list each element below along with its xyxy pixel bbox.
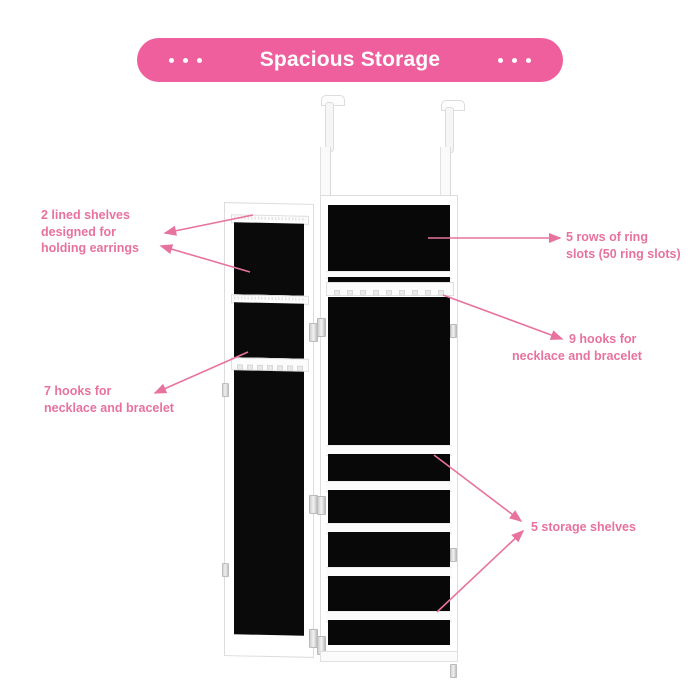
interior-gap <box>328 277 450 282</box>
door-hinge <box>309 322 318 343</box>
hook <box>360 290 366 296</box>
door-hinge <box>309 494 318 515</box>
necklace-hook-bar <box>326 282 454 296</box>
cabinet-interior <box>326 201 454 653</box>
storage-shelf-space <box>328 620 450 645</box>
cabinet-hinge <box>317 496 326 515</box>
necklace-cavity-panel <box>328 297 450 445</box>
annotation-ring-slots: 5 rows of ring slots (50 ring slots) <box>566 230 681 261</box>
storage-shelf-space <box>328 576 450 611</box>
dots-left-group <box>168 57 202 63</box>
ring-slot-panel <box>328 205 450 271</box>
hook <box>399 290 405 296</box>
cabinet-latch <box>450 664 457 678</box>
annotation-lined-shelves: 2 lined shelves designed for holding ear… <box>41 208 139 255</box>
door-felt-panel <box>234 302 304 359</box>
cabinet-latch <box>450 548 457 562</box>
hook <box>425 290 431 296</box>
earring-notches <box>234 296 306 301</box>
door-lower-felt-panel <box>234 370 304 636</box>
decorative-dot <box>526 57 532 63</box>
cabinet-door <box>222 202 318 658</box>
hook <box>373 290 379 296</box>
dots-right-group <box>498 57 532 63</box>
storage-shelf-space <box>328 454 450 481</box>
door-hinge <box>309 628 318 649</box>
earring-notches <box>234 216 306 221</box>
header-banner: Spacious Storage <box>137 38 563 82</box>
decorative-dot <box>512 57 518 63</box>
decorative-dot <box>168 57 174 63</box>
annotation-storage-shelves: 5 storage shelves <box>531 520 636 534</box>
door-hanger-stem-left <box>325 102 334 152</box>
door-felt-panel <box>234 222 304 296</box>
door-latch <box>222 563 229 578</box>
decorative-dot <box>182 57 188 63</box>
hook <box>334 290 340 296</box>
page-title: Spacious Storage <box>259 48 441 71</box>
storage-shelf-space <box>328 490 450 523</box>
storage-shelf-space <box>328 532 450 567</box>
door-interior <box>231 209 309 651</box>
annotation-seven-hooks: 7 hooks for necklace and bracelet <box>44 384 174 415</box>
hook <box>347 290 353 296</box>
product-illustration <box>212 95 482 678</box>
cabinet-hinge <box>317 318 326 337</box>
hook <box>386 290 392 296</box>
cabinet-latch <box>450 324 457 338</box>
decorative-dot <box>196 57 202 63</box>
hook <box>438 290 444 296</box>
cabinet-base <box>320 651 458 662</box>
annotation-nine-hooks: 9 hooks for necklace and bracelet <box>512 332 642 363</box>
cabinet-body <box>317 195 458 678</box>
hook <box>412 290 418 296</box>
decorative-dot <box>498 57 504 63</box>
